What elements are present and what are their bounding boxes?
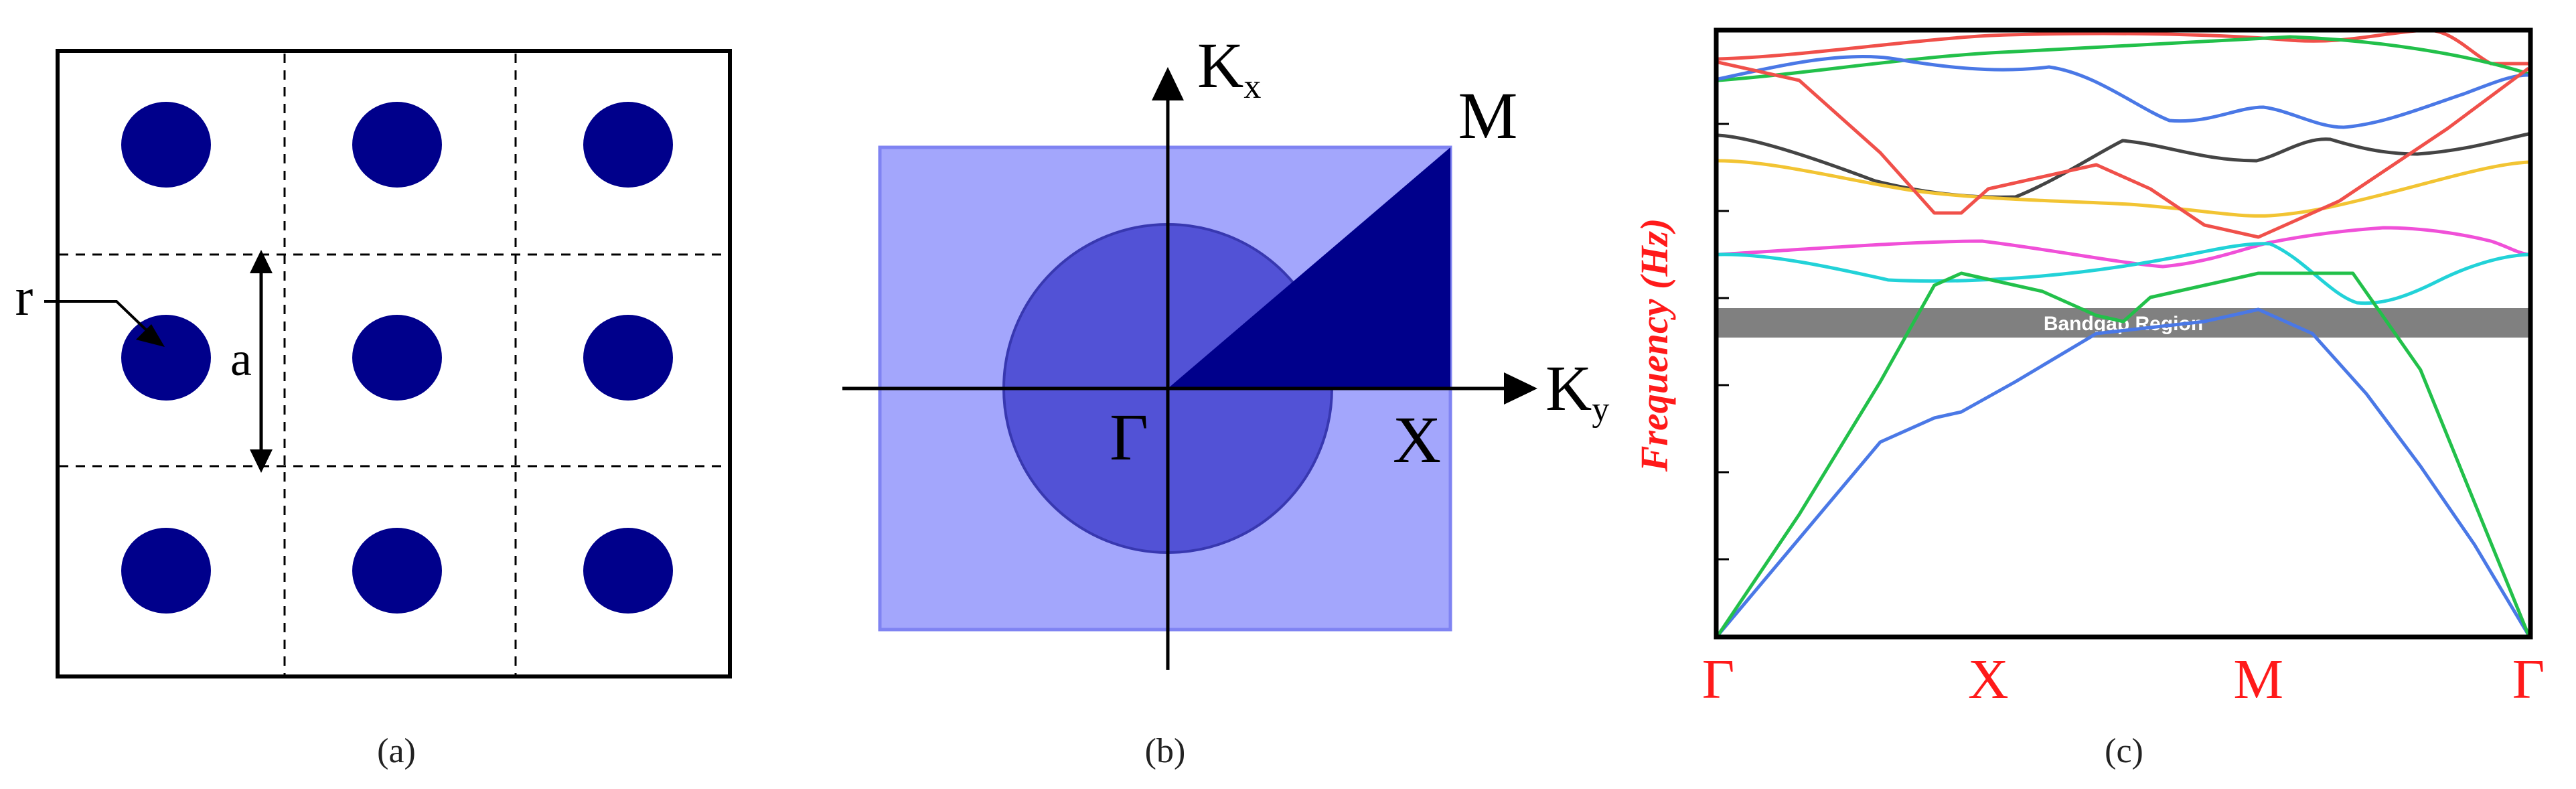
panel-b: Kx Ky Γ X M (b) bbox=[842, 29, 1609, 770]
lattice-frame bbox=[56, 49, 732, 678]
irreducible-brillouin-zone bbox=[1168, 147, 1450, 388]
lower-band-3 bbox=[1718, 60, 2530, 239]
lattice-constant-arrow bbox=[250, 250, 273, 473]
atom-grid bbox=[121, 102, 673, 614]
upper-band-4 bbox=[1718, 132, 2529, 199]
point-gamma-label: Γ bbox=[1110, 400, 1148, 474]
lower-bands bbox=[1716, 60, 2530, 636]
panel-a: a r (a) bbox=[15, 49, 732, 770]
lower-band-1 bbox=[1717, 307, 2530, 636]
atom-r1-c3 bbox=[583, 102, 673, 188]
upper-band-6 bbox=[1718, 226, 2529, 269]
caption-c: (c) bbox=[2105, 732, 2143, 770]
x-tick-label-4: Γ bbox=[2512, 648, 2545, 711]
caption-b: (b) bbox=[1145, 732, 1186, 770]
x-tick-label-2: X bbox=[1968, 648, 2009, 711]
radius-label: r bbox=[15, 268, 33, 327]
point-x-label: X bbox=[1393, 403, 1441, 477]
atom-r3-c2 bbox=[352, 528, 442, 614]
radius-pointer bbox=[44, 300, 165, 347]
lattice-constant-label: a bbox=[230, 332, 252, 386]
atom-r1-c2 bbox=[352, 102, 442, 188]
upper-band-7 bbox=[1718, 242, 2529, 305]
x-tick-label-1: Γ bbox=[1702, 648, 1735, 711]
atom-r2-c2 bbox=[352, 315, 442, 401]
y-axis-label: Frequency (Hz) bbox=[1633, 218, 1676, 473]
panel-c: Bandgap Region Frequency (Hz) Γ X M Γ (c) bbox=[1633, 27, 2545, 770]
atom-r3-c3 bbox=[583, 528, 673, 614]
unit-cell-grid bbox=[59, 54, 730, 676]
kx-arrow-head bbox=[1152, 67, 1184, 100]
y-axis-ticks bbox=[1717, 123, 1729, 561]
x-tick-label-3: M bbox=[2233, 648, 2283, 711]
atom-r2-c3 bbox=[583, 315, 673, 401]
point-m-label: M bbox=[1458, 78, 1518, 153]
lower-band-2 bbox=[1716, 271, 2530, 636]
atom-r1-c1 bbox=[121, 102, 211, 188]
caption-a: (a) bbox=[377, 732, 416, 770]
kx-axis-label: Kx bbox=[1197, 29, 1261, 106]
upper-band-3 bbox=[1718, 54, 2529, 129]
upper-band-2 bbox=[1718, 35, 2529, 82]
band-structure-plot: Bandgap Region bbox=[1714, 27, 2533, 640]
plot-frame bbox=[1714, 27, 2533, 640]
ky-arrow-head bbox=[1504, 372, 1537, 405]
atom-r2-c1 bbox=[121, 315, 211, 401]
upper-bands bbox=[1718, 28, 2529, 305]
atom-r3-c1 bbox=[121, 528, 211, 614]
ky-axis-label: Ky bbox=[1545, 352, 1609, 429]
